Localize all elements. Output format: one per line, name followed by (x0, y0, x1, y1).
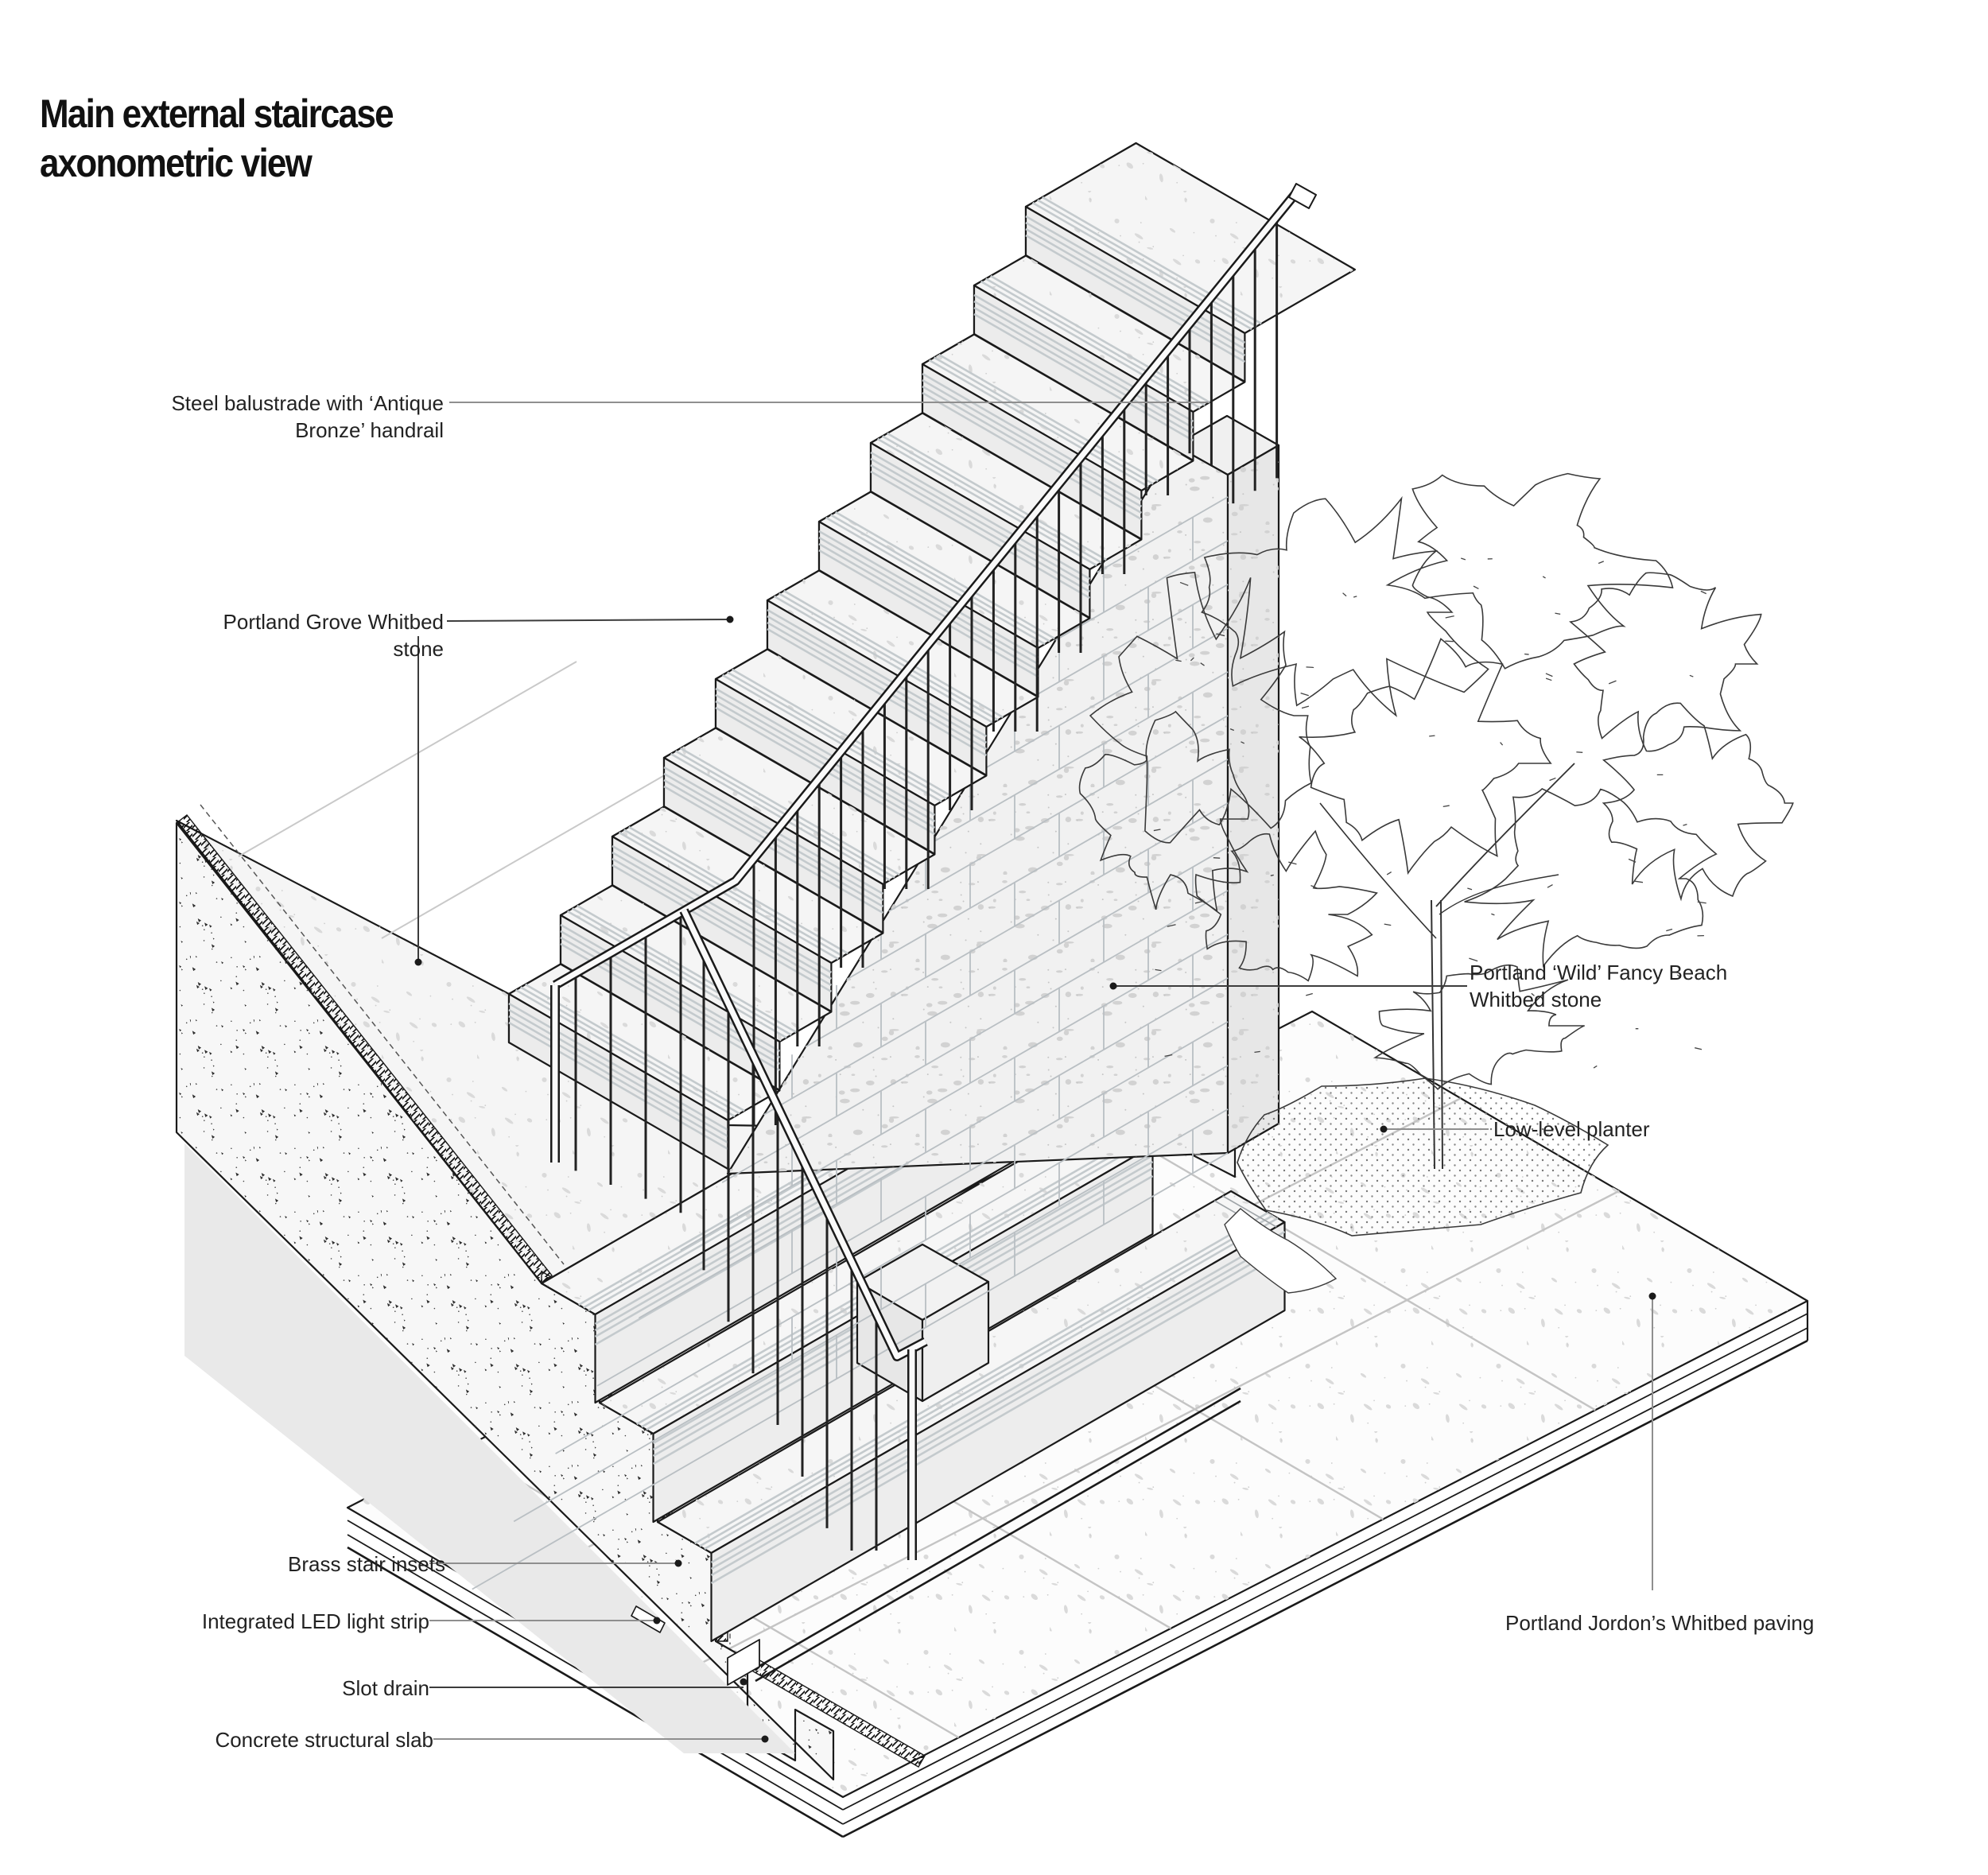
label-portland-wild-stone: Portland ‘Wild’ Fancy Beach Whitbed ston… (1470, 961, 1728, 1011)
label-concrete-slab: Concrete structural slab (215, 1728, 433, 1752)
low-level-planter (1224, 1077, 1609, 1294)
title-line-2: axonometric view (40, 141, 313, 185)
label-led-light-strip: Integrated LED light strip (201, 1609, 429, 1633)
tree (1078, 472, 1794, 1170)
label-slot-drain: Slot drain (342, 1676, 429, 1700)
title-line-1: Main external staircase (40, 91, 394, 136)
wall-joints (472, 496, 1229, 1590)
label-jordons-paving: Portland Jordon’s Whitbed paving (1505, 1611, 1815, 1635)
concrete-section (175, 804, 926, 1781)
label-portland-grove-stone: Portland Grove Whitbed stone (223, 610, 444, 661)
leader-lines (414, 402, 1656, 1743)
slot-drain (631, 1387, 1241, 1686)
stone-wall (726, 414, 1280, 1175)
page-title: Main external staircase axonometric view (40, 89, 394, 188)
label-brass-stair-insets: Brass stair insets (288, 1552, 445, 1576)
label-low-level-planter: Low-level planter (1493, 1117, 1650, 1141)
balustrade (550, 183, 1317, 1560)
label-steel-balustrade: Steel balustrade with ‘Antique Bronze’ h… (171, 391, 444, 442)
